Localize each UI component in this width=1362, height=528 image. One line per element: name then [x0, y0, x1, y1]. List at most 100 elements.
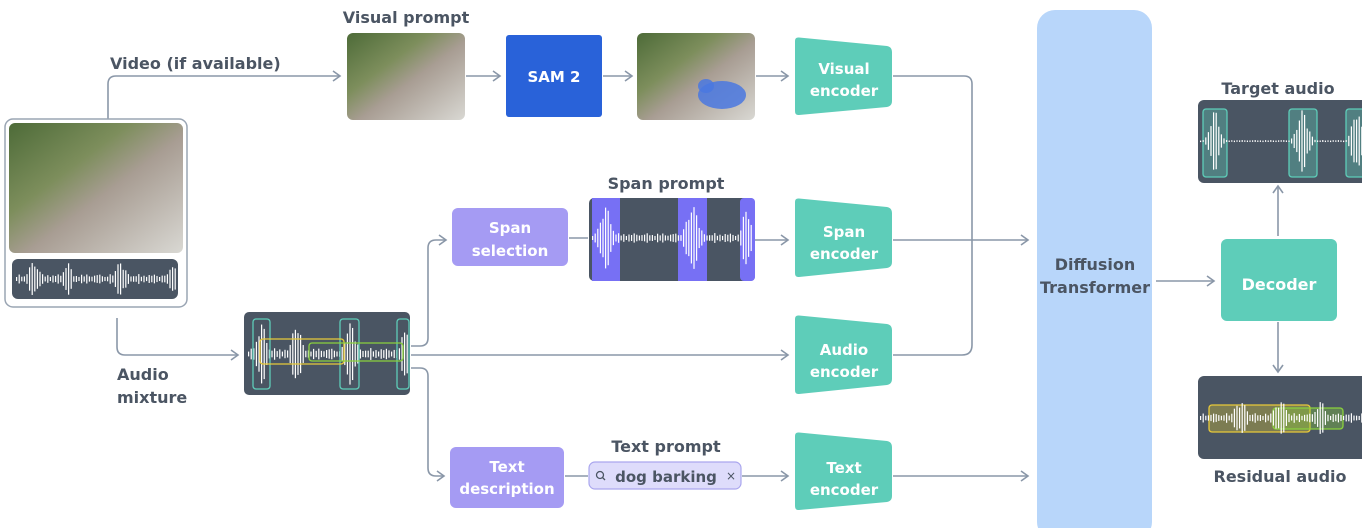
waveform-bar — [29, 267, 31, 291]
waveform-bar — [86, 274, 88, 284]
waveform-bar — [151, 275, 153, 283]
waveform-bar — [1340, 414, 1342, 422]
waveform-bar — [112, 275, 114, 283]
waveform-bar — [266, 342, 268, 366]
residual-audio-waveform — [1198, 376, 1362, 459]
waveform-bar — [1350, 413, 1352, 423]
span-prompt-waveform — [589, 198, 755, 281]
search-icon — [595, 470, 606, 481]
waveform-bar — [1272, 140, 1274, 142]
waveform-bar — [732, 234, 734, 242]
waveform-bar — [26, 274, 28, 284]
waveform-bar — [1348, 414, 1350, 422]
waveform-bar — [594, 233, 596, 243]
waveform-bar — [146, 276, 148, 282]
waveform-bar — [1330, 415, 1332, 421]
waveform-bar — [333, 350, 335, 358]
waveform-bar — [1311, 136, 1313, 146]
waveform-bar — [281, 351, 283, 357]
waveform-bar — [349, 323, 351, 385]
diffusion-transformer-block: Diffusion Transformer — [1037, 10, 1152, 528]
waveform-bar — [1252, 140, 1254, 142]
waveform-bar — [659, 235, 661, 241]
waveform-bar — [1259, 140, 1261, 142]
waveform-bar — [1304, 114, 1306, 168]
waveform-bar — [21, 276, 23, 282]
svg-text:Span: Span — [489, 219, 531, 237]
waveform-bar — [727, 234, 729, 242]
waveform-bar — [1335, 414, 1337, 422]
waveform-bar — [724, 234, 726, 242]
waveform-bar — [1345, 414, 1347, 422]
waveform-bar — [156, 275, 158, 283]
waveform-bar — [1236, 140, 1238, 142]
waveform-bar — [367, 350, 369, 358]
waveform-bar — [693, 207, 695, 269]
waveform-bar — [1228, 415, 1230, 421]
waveform-bar — [1324, 411, 1326, 425]
waveform-bar — [1244, 405, 1246, 431]
svg-text:Audio: Audio — [820, 341, 868, 359]
waveform-bar — [623, 234, 625, 242]
waveform-bar — [641, 235, 643, 241]
waveform-bar — [722, 235, 724, 241]
waveform-bar — [1226, 140, 1228, 142]
waveform-bar — [125, 270, 127, 288]
sam2-block — [506, 35, 602, 117]
waveform-bar — [60, 275, 62, 283]
waveform-bar — [55, 276, 57, 282]
audio-mixture-label-line1: Audio — [117, 365, 169, 384]
waveform-bar — [401, 337, 403, 371]
waveform-bar — [1337, 140, 1339, 142]
waveform-bar — [1285, 410, 1287, 426]
waveform-bar — [1337, 413, 1339, 423]
waveform-bar — [385, 348, 387, 360]
waveform-bar — [1239, 140, 1241, 142]
waveform-bar — [1259, 415, 1261, 421]
waveform-bar — [675, 233, 677, 243]
waveform-bar — [719, 234, 721, 242]
waveform-bar — [1228, 140, 1230, 143]
waveform-bar — [135, 276, 137, 282]
waveform-bar — [1285, 140, 1287, 142]
waveform-bar — [1233, 408, 1235, 428]
waveform-bar — [172, 267, 174, 291]
waveform-bar — [294, 329, 296, 379]
text-encoder: Text encoder — [795, 432, 892, 511]
waveform-bar — [96, 275, 98, 283]
waveform-bar — [615, 234, 617, 242]
waveform-bar — [88, 276, 90, 282]
svg-text:Transformer: Transformer — [1040, 278, 1150, 297]
waveform-bar — [1322, 403, 1324, 433]
waveform-bar — [383, 350, 385, 358]
waveform-bar — [599, 222, 601, 254]
waveform-bar — [1296, 415, 1298, 421]
waveform-bar — [688, 219, 690, 257]
waveform-bar — [133, 276, 135, 282]
waveform-bar — [91, 276, 93, 282]
waveform-bar — [18, 274, 20, 284]
waveform-bar — [607, 210, 609, 266]
waveform-bar — [1332, 140, 1334, 142]
waveform-bar — [1210, 414, 1212, 422]
waveform-bar — [398, 348, 400, 360]
waveform-bar — [1314, 139, 1316, 143]
waveform-bar — [1343, 140, 1345, 143]
svg-text:Decoder: Decoder — [1242, 275, 1317, 294]
close-icon: × — [726, 469, 736, 483]
waveform-bar — [750, 224, 752, 252]
waveform-bar — [1226, 413, 1228, 423]
waveform-bar — [1215, 112, 1217, 170]
waveform-bar — [315, 350, 317, 358]
waveform-bar — [354, 341, 356, 367]
waveform-bar — [336, 351, 338, 357]
waveform-bar — [1233, 140, 1235, 143]
waveform-bar — [1317, 140, 1319, 142]
waveform-bar — [729, 233, 731, 243]
waveform-bar — [1348, 135, 1350, 147]
waveform-bar — [1200, 140, 1202, 143]
text-prompt-value: dog barking — [615, 468, 717, 486]
waveform-bar — [1291, 138, 1293, 144]
waveform-bar — [148, 275, 150, 283]
waveform-bar — [672, 234, 674, 242]
